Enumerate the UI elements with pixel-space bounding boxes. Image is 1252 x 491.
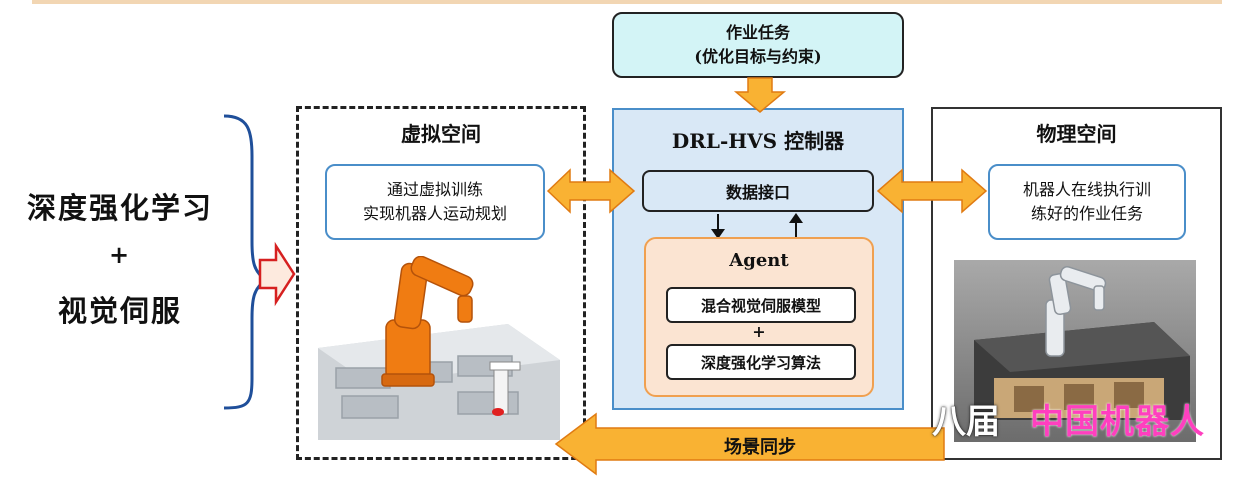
controller-title: DRL-HVS 控制器 [671, 129, 845, 153]
task-subtitle: (优化目标与约束) [694, 47, 822, 66]
agent-plus: + [752, 322, 766, 341]
virtual-space-title: 虚拟空间 [401, 122, 481, 146]
physical-desc-line1: 机器人在线执行训 [1022, 180, 1151, 199]
interface-physical-arrow [876, 168, 988, 214]
watermark-text-pink: 中国机器人 [1030, 402, 1205, 442]
virtual-robot-image [318, 256, 566, 446]
robot-arm [381, 256, 474, 387]
physical-space-title: 物理空间 [1036, 122, 1117, 146]
plus-label: + [108, 240, 132, 269]
input-arrow [258, 241, 296, 307]
task-title: 作业任务 [725, 23, 790, 42]
drl-label: 深度强化学习 [26, 191, 213, 225]
physical-robot-photo [954, 260, 1196, 442]
scene-sync-label: 场景同步 [724, 437, 796, 458]
physical-space-desc: 机器人在线执行训 练好的作业任务 [988, 164, 1186, 240]
arrow-down [711, 229, 725, 239]
physical-desc-line2: 练好的作业任务 [1030, 204, 1143, 223]
visual-servo-label: 视觉伺服 [57, 294, 182, 328]
agent-title: Agent [729, 250, 789, 271]
data-interface-box: 数据接口 [642, 170, 874, 212]
real-robot-arm [1045, 266, 1107, 357]
virtual-desc-line1: 通过虚拟训练 [386, 180, 483, 199]
virtual-interface-arrow [546, 168, 636, 214]
watermark-text-white: 八届 [932, 402, 1000, 442]
top-strip [32, 0, 1222, 4]
task-box: 作业任务 (优化目标与约束) [612, 12, 904, 78]
hybrid-servo-model-box: 混合视觉伺服模型 [666, 287, 856, 323]
virtual-space-desc: 通过虚拟训练 实现机器人运动规划 [325, 164, 545, 240]
arrow-up [789, 213, 803, 223]
interface-agent-arrows [711, 213, 803, 239]
virtual-space-frame [296, 106, 586, 460]
task-to-controller-arrow [733, 77, 787, 113]
scene-sync-arrow [554, 412, 945, 476]
left-brace-and-arrow [223, 114, 296, 410]
virtual-desc-line2: 实现机器人运动规划 [362, 204, 507, 223]
drl-algorithm-box: 深度强化学习算法 [666, 344, 856, 380]
